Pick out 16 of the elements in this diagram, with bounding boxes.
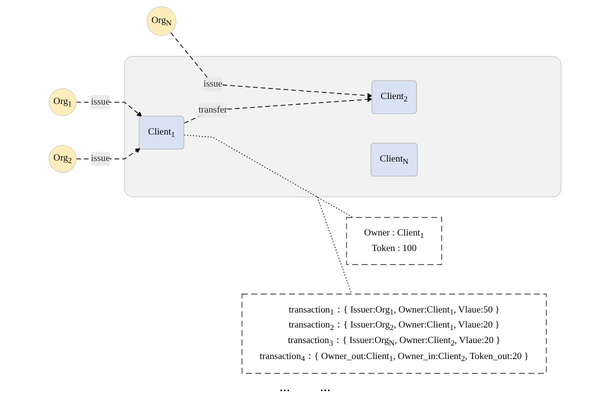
ellipsis-label: ... [280, 380, 290, 396]
ellipsis-label: ... [320, 380, 330, 396]
cluster [124, 56, 562, 198]
arrow [170, 32, 372, 98]
connector [316, 196, 352, 294]
arrow [184, 96, 372, 124]
edge-label: transfer [198, 104, 228, 115]
node-box: transaction$_{1}$：{ Issuer:Org$_{1}$, Owner:Client$_{1}$, Vlaue:50 } transaction$_{2}$：{ Issuer:Org$_{2}$, Owner:Client$_{1}$, Vlaue:20 } transaction$_{3}$：{ Issuer:Org$_{N}$, Owner:Client$_{2}$, Vlaue:20 } transaction$_{4}$：{ Owner_out:Client$_{1}$, Owner_in:Client$_{2}$, Token_out:20 } [242, 294, 547, 374]
node-circle: Org$_{2}$ [48, 144, 77, 173]
edge-label: issue [90, 154, 110, 164]
connector [184, 134, 354, 218]
node-box: Owner : Client$_{1}$ Token : 100 [346, 217, 442, 265]
node-circle: Org$_{N}$ [146, 6, 176, 36]
edge-label: issue [203, 78, 222, 89]
node-circle: Org$_{1}$ [48, 88, 77, 116]
edge-label: issue [90, 96, 110, 107]
